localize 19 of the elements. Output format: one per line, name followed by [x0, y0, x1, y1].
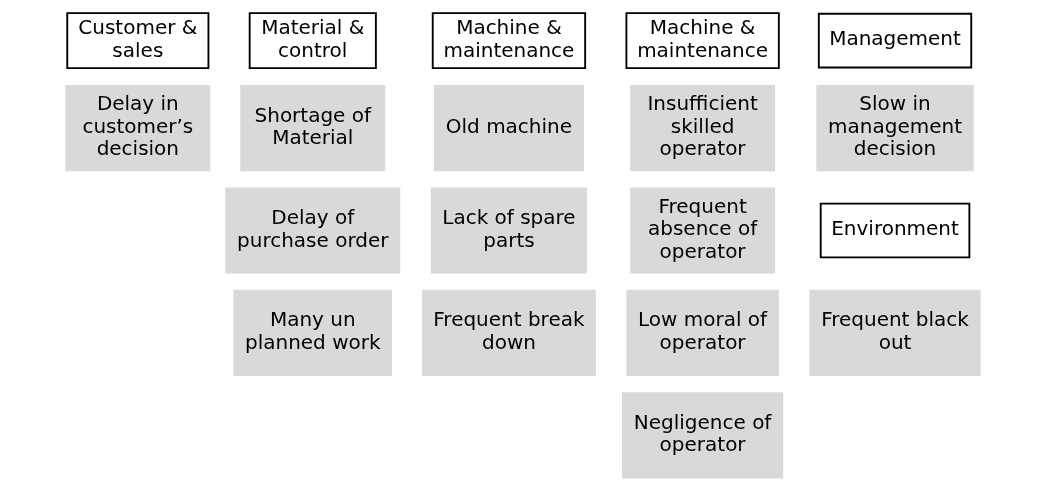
- node-box: Shortage of Material: [240, 84, 386, 172]
- node-box: Insufficient skilled operator: [630, 84, 776, 172]
- node-box: Customer & sales: [66, 12, 210, 69]
- node-box: Machine & maintenance: [431, 12, 587, 69]
- node-box: Slow in management decision: [816, 84, 974, 172]
- node-box: Machine & maintenance: [625, 12, 780, 69]
- node-box: Negligence of operator: [622, 392, 784, 479]
- node-box: Frequent break down: [422, 289, 596, 377]
- node-box: Frequent absence of operator: [630, 187, 776, 274]
- node-box: Frequent black out: [809, 289, 981, 377]
- node-box: Many un planned work: [233, 289, 393, 377]
- node-box: Delay in customer’s decision: [65, 84, 211, 172]
- node-box: Management: [817, 12, 973, 69]
- node-box: Material & control: [248, 12, 377, 69]
- node-box: Lack of spare parts: [430, 187, 588, 274]
- node-box: Old machine: [433, 84, 584, 172]
- node-box: Delay of purchase order: [225, 187, 401, 274]
- node-box: Low moral of operator: [626, 289, 779, 377]
- node-box: Environment: [819, 202, 971, 259]
